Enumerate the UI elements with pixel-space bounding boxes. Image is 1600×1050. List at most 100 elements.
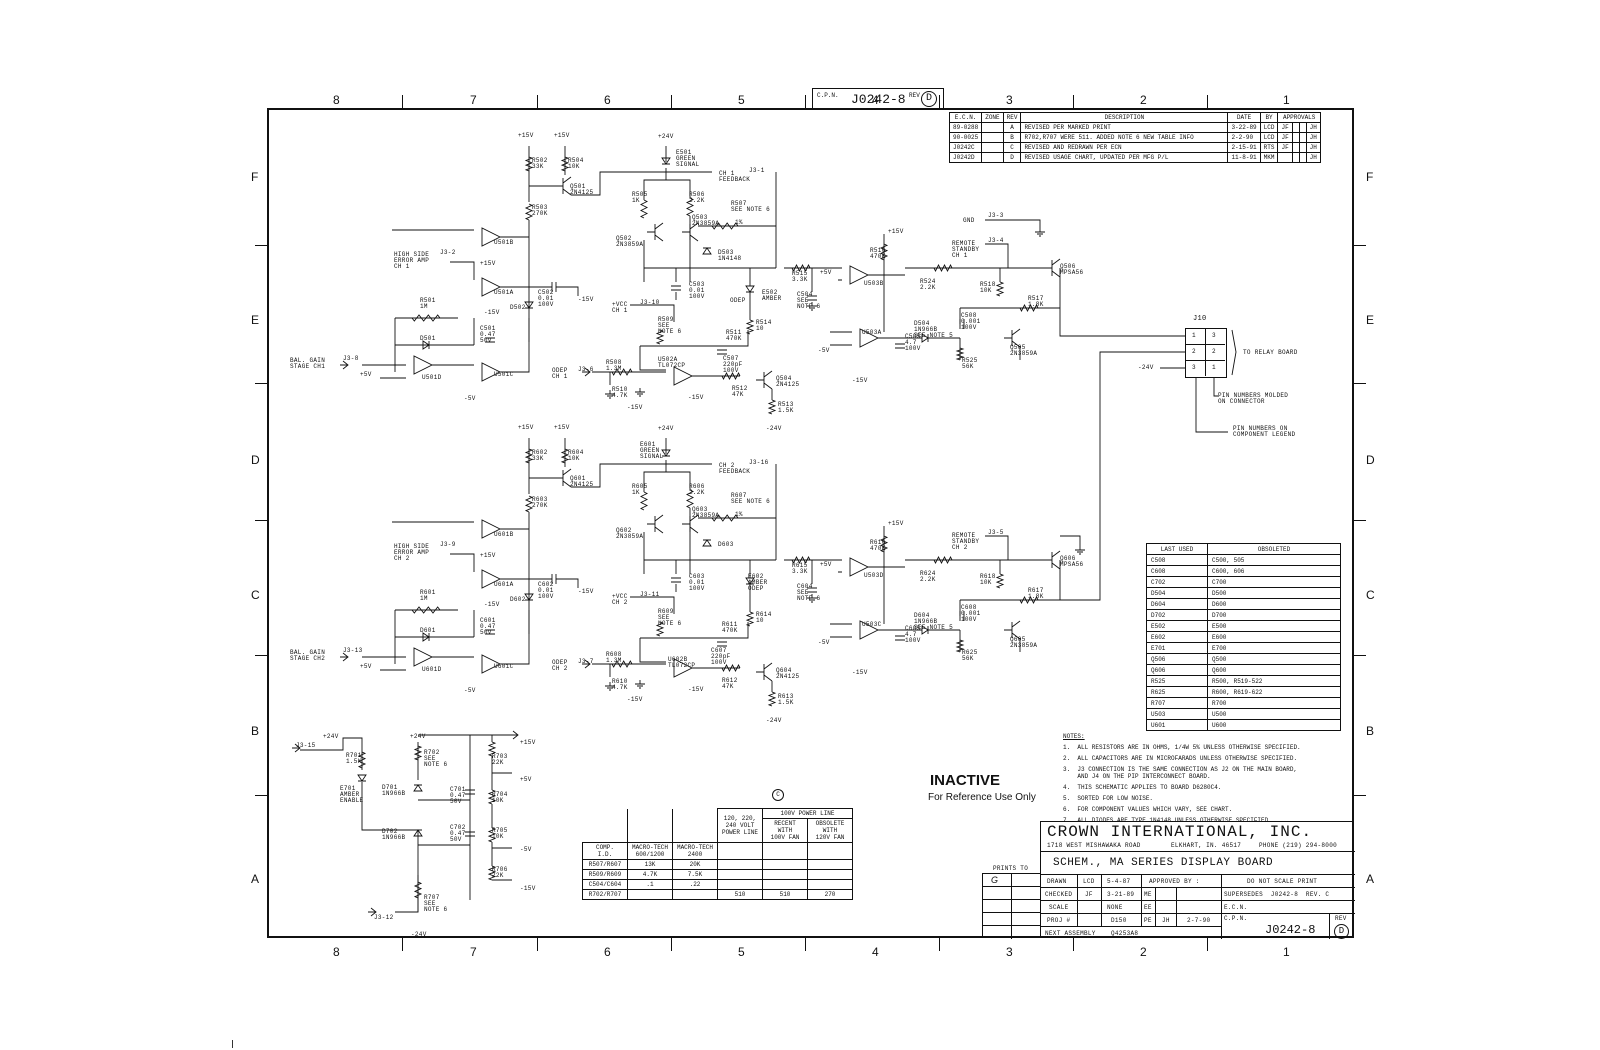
ch1-component-label: -15V bbox=[852, 377, 868, 384]
psu-component-label: J3-12 bbox=[374, 914, 394, 921]
prints-to-value: G bbox=[991, 875, 999, 885]
ch1-component-label: C508 0.001 100V bbox=[961, 312, 981, 331]
zone-row-left: B bbox=[251, 724, 260, 738]
ch2-component-label: U602B TL072CP bbox=[668, 656, 696, 669]
resistor-symbol bbox=[411, 314, 441, 322]
psu-component-label: R703 22K bbox=[492, 753, 508, 766]
zone-col-bottom: 2 bbox=[1140, 945, 1147, 959]
ch1-component-label: J3-8 bbox=[343, 355, 359, 362]
wire bbox=[985, 219, 1041, 228]
power-table-cell: 13K bbox=[627, 859, 673, 870]
obsolete-last-used: C608 bbox=[1146, 565, 1208, 577]
ch1-component-label: R507 SEE NOTE 6 bbox=[731, 200, 771, 213]
ch1-component-label: Q503 2N3859A bbox=[692, 214, 720, 227]
wire bbox=[556, 578, 579, 588]
capacitor-symbol bbox=[671, 285, 681, 291]
ch2-component-label: R608 1.3M bbox=[606, 651, 622, 664]
ch2-component-label: Q603 2N3859A bbox=[692, 506, 720, 519]
ground-symbol bbox=[605, 390, 615, 399]
note-item: 5. SORTED FOR LOW NOISE. bbox=[1063, 795, 1154, 802]
connector-arrow bbox=[368, 907, 377, 917]
opamp-symbol bbox=[481, 362, 502, 382]
pw-col-recent: RECENT WITH 100V FAN bbox=[762, 818, 808, 843]
ch1-component-label: C501 0.47 50V bbox=[480, 325, 496, 344]
wire bbox=[300, 737, 363, 770]
pw-col-obsolete: OBSOLETE WITH 120V FAN bbox=[807, 818, 853, 843]
ch1-component-label: R502 33K bbox=[532, 157, 548, 170]
resistor-symbol bbox=[711, 222, 739, 230]
wire bbox=[644, 559, 776, 574]
ch1-component-label: Q501 2N4125 bbox=[570, 183, 594, 196]
notes-title: NOTES: bbox=[1063, 733, 1085, 740]
ch2-component-label: R616 470K bbox=[870, 539, 886, 552]
ch2-component-label: -15V bbox=[852, 669, 868, 676]
resistor-symbol bbox=[487, 827, 497, 843]
obsolete-parts: R600, R619-622 bbox=[1207, 686, 1341, 698]
ch1-component-label: R506 2.2K bbox=[689, 191, 705, 204]
diode-symbol bbox=[422, 632, 430, 642]
cpn-value: J0242-8 bbox=[851, 92, 906, 107]
transistor-symbol bbox=[756, 370, 773, 390]
power-table-cell bbox=[717, 879, 763, 890]
tb-rev-value: D bbox=[1334, 924, 1349, 939]
zone-row-right: E bbox=[1366, 313, 1375, 327]
pw-group-100v: 100V POWER LINE bbox=[762, 808, 853, 819]
tb-rev-label: REV bbox=[1335, 915, 1347, 922]
zone-divider bbox=[537, 95, 538, 108]
zone-row-left: F bbox=[251, 170, 259, 184]
psu-component-label: +24V bbox=[323, 733, 339, 740]
zone-divider bbox=[805, 95, 806, 108]
rev-ck bbox=[1277, 152, 1293, 163]
capacitor-symbol bbox=[959, 319, 965, 329]
psu-component-label: C702 0.47 50V bbox=[450, 824, 466, 843]
ch2-component-label: +VCC CH 2 bbox=[612, 593, 628, 606]
drawing-title: SCHEM., MA SERIES DISPLAY BOARD bbox=[1053, 857, 1274, 869]
wire bbox=[394, 318, 474, 372]
ch2-component-label: E602 AMBER ODEP bbox=[748, 573, 768, 592]
ch2-component-label: C604 SEE NOTE 6 bbox=[797, 583, 821, 602]
company-address: 1718 WEST MISHAWAKA ROAD bbox=[1047, 842, 1141, 849]
ch2-component-label: C602 0.01 100V bbox=[538, 581, 554, 600]
checked-date: 3-21-89 bbox=[1107, 891, 1135, 898]
revision-table: E.C.N. ZONE REV DESCRIPTION DATE BY APPR… bbox=[948, 112, 1321, 163]
resistor-symbol bbox=[933, 263, 953, 273]
wire bbox=[812, 559, 905, 573]
j10-pin: 1 bbox=[1212, 364, 1216, 371]
ch1-component-label: J3-1 bbox=[749, 167, 765, 174]
scale-value: NONE bbox=[1107, 904, 1123, 911]
inactive-stamp: INACTIVE bbox=[930, 772, 1001, 789]
resistor-symbol bbox=[357, 751, 367, 769]
reference-stamp: For Reference Use Only bbox=[928, 792, 1036, 803]
psu-component-label: R702 SEE NOTE 6 bbox=[424, 749, 448, 768]
obsolete-parts: C600, 606 bbox=[1207, 565, 1341, 577]
ch1-component-label: U502A TL072CP bbox=[658, 356, 686, 369]
power-table-cell: 20K bbox=[672, 859, 718, 870]
ch2-component-label: R625 56K bbox=[962, 649, 978, 662]
ch1-component-label: BAL. GAIN STAGE CH1 bbox=[290, 357, 326, 370]
zone-divider bbox=[1073, 95, 1074, 108]
wire bbox=[571, 171, 712, 196]
psu-component-label: -5V bbox=[520, 846, 532, 853]
zone-col-top: 7 bbox=[470, 93, 477, 107]
ch1-component-label: Q505 2N3859A bbox=[1010, 344, 1038, 357]
neg24-relay: -24V bbox=[1138, 364, 1154, 371]
ch1-component-label: R525 56K bbox=[962, 357, 978, 370]
zone-col-bottom: 7 bbox=[470, 945, 477, 959]
ch2-component-label: +15V bbox=[888, 520, 904, 527]
psu-component-label: R707 SEE NOTE 6 bbox=[424, 894, 448, 913]
resistor-symbol bbox=[955, 347, 965, 361]
note-item: 4. THIS SCHEMATIC APPLIES TO BOARD D6280… bbox=[1063, 784, 1222, 791]
ch2-component-label: BAL. GAIN STAGE CH2 bbox=[290, 649, 326, 662]
ch2-component-label: Q605 2N3859A bbox=[1010, 636, 1038, 649]
wire bbox=[362, 345, 530, 379]
ch1-component-label: D501 bbox=[420, 335, 436, 342]
diode-symbol bbox=[357, 774, 367, 782]
resistor-symbol bbox=[685, 489, 695, 509]
wire bbox=[392, 521, 529, 580]
